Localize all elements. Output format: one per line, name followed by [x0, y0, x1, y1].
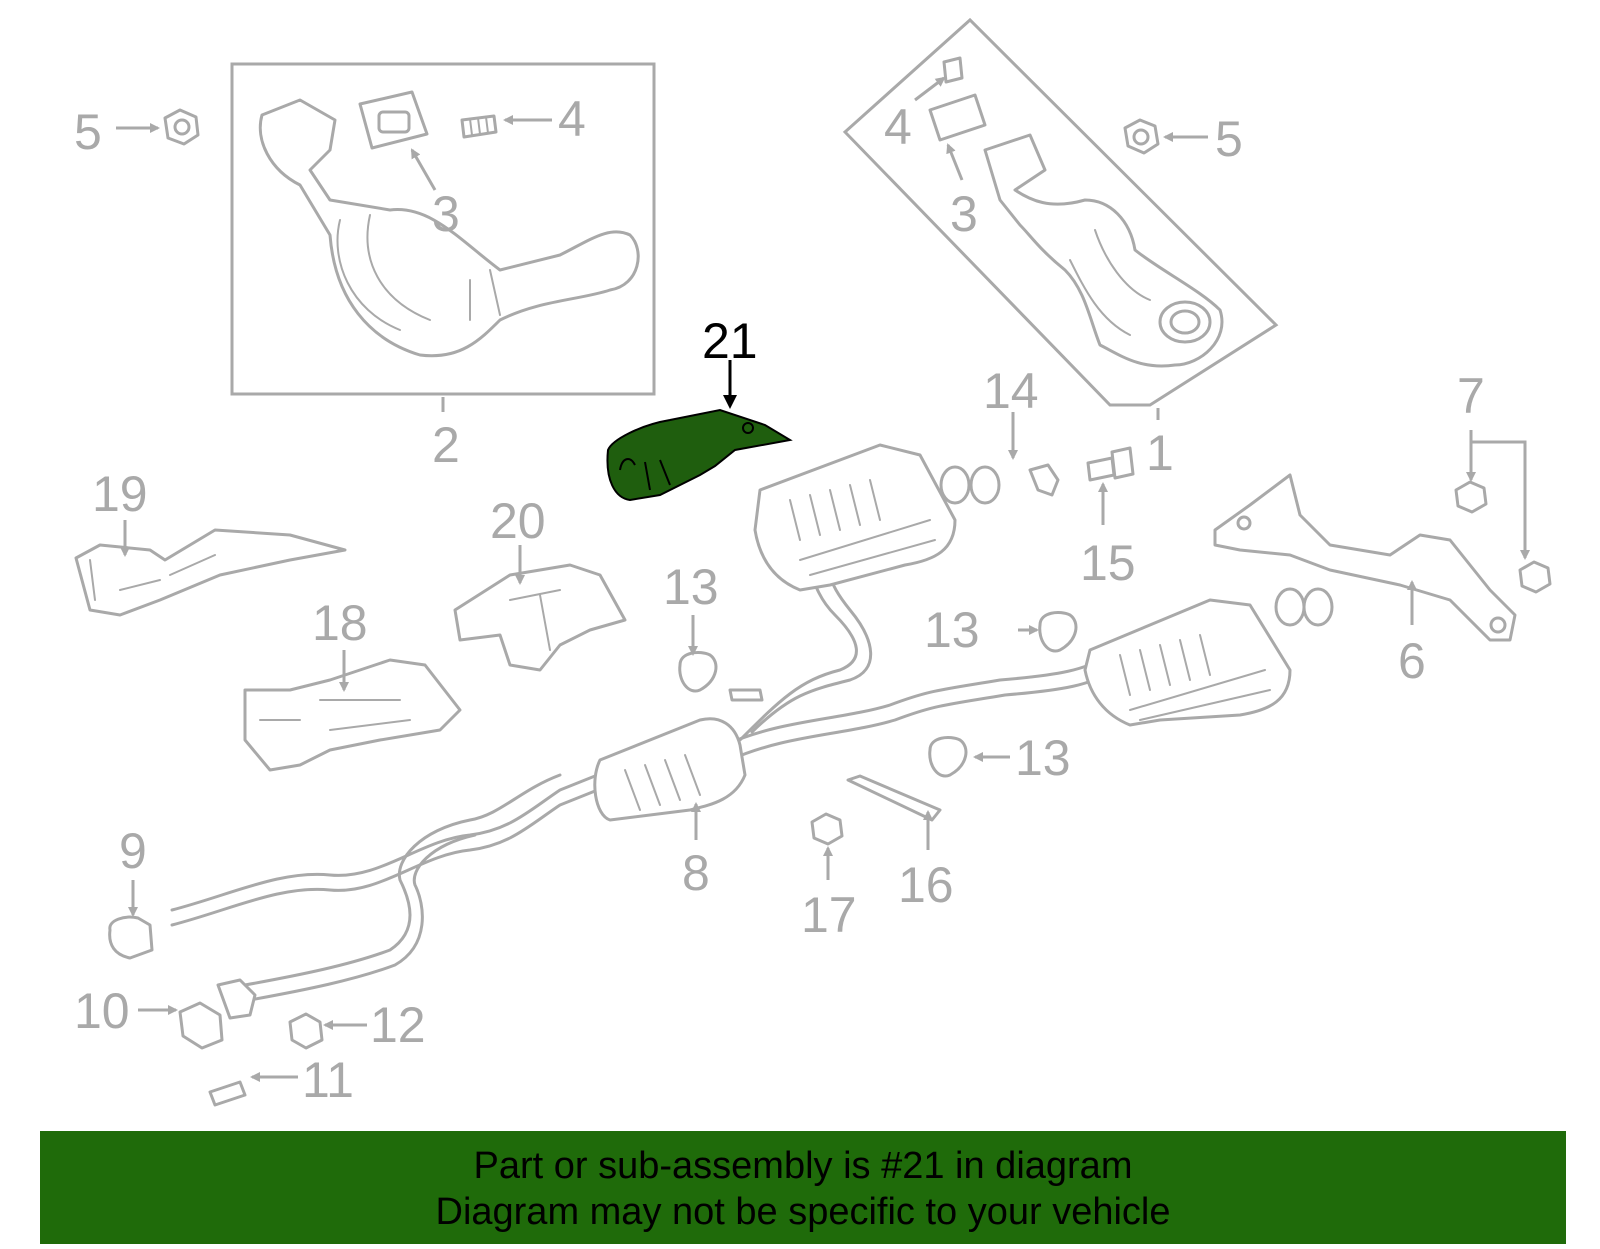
banner-line-2: Diagram may not be specific to your vehi…: [435, 1191, 1171, 1233]
muffler-right[interactable]: [1083, 598, 1292, 727]
resonator-8[interactable]: [593, 717, 747, 822]
callout-21: 21: [702, 313, 758, 369]
callout-12: 12: [370, 997, 426, 1053]
callout-13-b: 13: [924, 602, 980, 658]
strap-16[interactable]: [846, 774, 942, 822]
callout-8: 8: [682, 845, 710, 901]
callout-2: 2: [432, 417, 460, 473]
clamp-14[interactable]: [1028, 463, 1060, 497]
callout-5-right: 5: [1215, 111, 1243, 167]
callout-3-right: 3: [950, 186, 978, 242]
nut-12[interactable]: [288, 1012, 324, 1050]
callout-10: 10: [74, 983, 130, 1039]
callout-19: 19: [92, 466, 148, 522]
tailpipe-right-b: [1302, 587, 1334, 627]
tailpipe-left-b: [969, 465, 1001, 505]
bolt-15[interactable]: [1086, 456, 1116, 482]
clamp-9[interactable]: [108, 915, 154, 960]
bracket-6[interactable]: [1213, 473, 1517, 642]
catalytic-converter-left-group[interactable]: [230, 62, 656, 412]
gasket-10[interactable]: [178, 1001, 224, 1050]
heat-shield-21[interactable]: [606, 408, 793, 502]
nut-17[interactable]: [810, 812, 844, 846]
callout-1: 1: [1146, 425, 1174, 481]
gasket-3-left-hole: [377, 110, 411, 134]
callout-11: 11: [302, 1052, 354, 1108]
heat-shield-19[interactable]: [74, 528, 347, 617]
callout-3-left: 3: [432, 186, 460, 242]
catalytic-converter-left[interactable]: [258, 98, 640, 358]
callout-4-left: 4: [558, 91, 586, 147]
muffler-left[interactable]: [753, 443, 957, 592]
callout-9: 9: [119, 823, 147, 879]
callout-7: 7: [1457, 368, 1485, 424]
isolator-13-a[interactable]: [678, 651, 718, 693]
callout-20: 20: [490, 493, 546, 549]
catalytic-converter-right-group[interactable]: [842, 17, 1279, 420]
stud-11[interactable]: [208, 1080, 247, 1107]
nut-7-upper[interactable]: [1454, 480, 1488, 514]
exhaust-pipe-front: [170, 768, 612, 912]
heat-shield-20[interactable]: [453, 563, 627, 672]
callout-14: 14: [983, 363, 1039, 419]
tailpipe-left-a: [939, 465, 971, 505]
callout-15: 15: [1080, 535, 1136, 591]
tailpipe-right-a: [1274, 587, 1306, 627]
group-box-2: [230, 62, 656, 396]
stud-4-right[interactable]: [942, 56, 964, 84]
banner-line-1: Part or sub-assembly is #21 in diagram: [473, 1145, 1133, 1187]
callout-13-c: 13: [1015, 730, 1071, 786]
callout-16: 16: [898, 857, 954, 913]
callout-13-a: 13: [663, 559, 719, 615]
hanger-stud: [728, 688, 764, 702]
gasket-3-right[interactable]: [928, 93, 987, 142]
callout-4-right: 4: [884, 99, 912, 155]
heat-shield-18[interactable]: [243, 658, 462, 772]
group-box-1: [842, 17, 1279, 407]
callout-6: 6: [1398, 633, 1426, 689]
info-banner: Part or sub-assembly is #21 in diagram D…: [40, 1131, 1566, 1244]
flange-10: [216, 978, 257, 1020]
callout-17: 17: [801, 887, 857, 943]
nut-7-lower[interactable]: [1518, 560, 1552, 594]
callout-5-left: 5: [74, 104, 102, 160]
callout-18: 18: [312, 595, 368, 651]
isolator-13-c[interactable]: [928, 736, 968, 778]
isolator-13-b[interactable]: [1038, 611, 1078, 653]
